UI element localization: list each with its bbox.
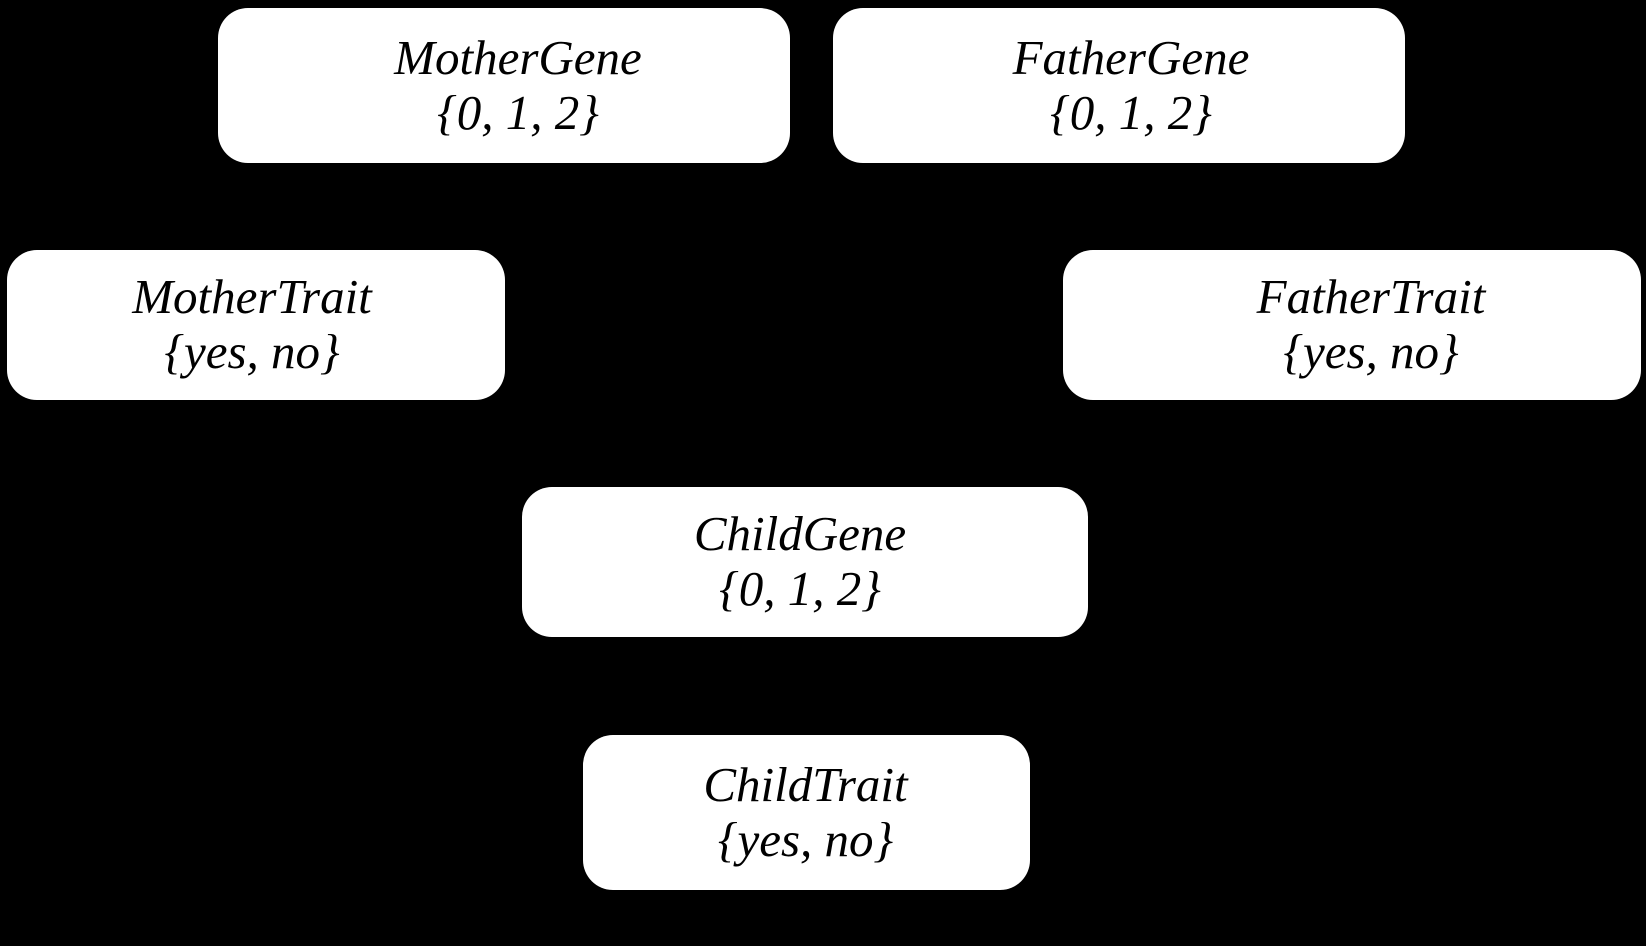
edge-mother-gene-to-child-gene [597,161,724,493]
node-father-gene-label: FatherGene [1012,29,1250,85]
node-mother-trait-domain: {yes, no} [164,324,340,379]
node-child-gene-domain: {0, 1, 2} [719,561,881,616]
node-father-trait-domain: {yes, no} [1283,324,1459,379]
edge-father-gene-to-child-gene [896,161,1023,493]
node-mother-trait-label: MotherTrait [132,269,372,325]
node-father-gene-domain: {0, 1, 2} [1050,84,1212,140]
node-father-trait[interactable]: FatherTrait {yes, no} [1063,250,1641,400]
node-child-trait-label: ChildTrait [703,756,908,812]
node-mother-trait[interactable]: MotherTrait {yes, no} [7,250,505,400]
node-child-gene[interactable]: ChildGene {0, 1, 2} [522,487,1088,637]
node-mother-gene-label: MotherGene [394,29,642,85]
node-father-gene[interactable]: FatherGene {0, 1, 2} [833,8,1405,163]
node-mother-gene-domain: {0, 1, 2} [437,84,599,140]
edge-mother-gene-to-mother-trait [295,160,402,254]
node-father-trait-label: FatherTrait [1256,269,1486,325]
node-mother-gene[interactable]: MotherGene {0, 1, 2} [218,8,790,163]
edge-father-gene-to-father-trait [1198,160,1325,254]
node-child-trait[interactable]: ChildTrait {yes, no} [583,735,1030,890]
node-child-trait-domain: {yes, no} [717,811,894,867]
node-child-gene-label: ChildGene [693,506,907,562]
